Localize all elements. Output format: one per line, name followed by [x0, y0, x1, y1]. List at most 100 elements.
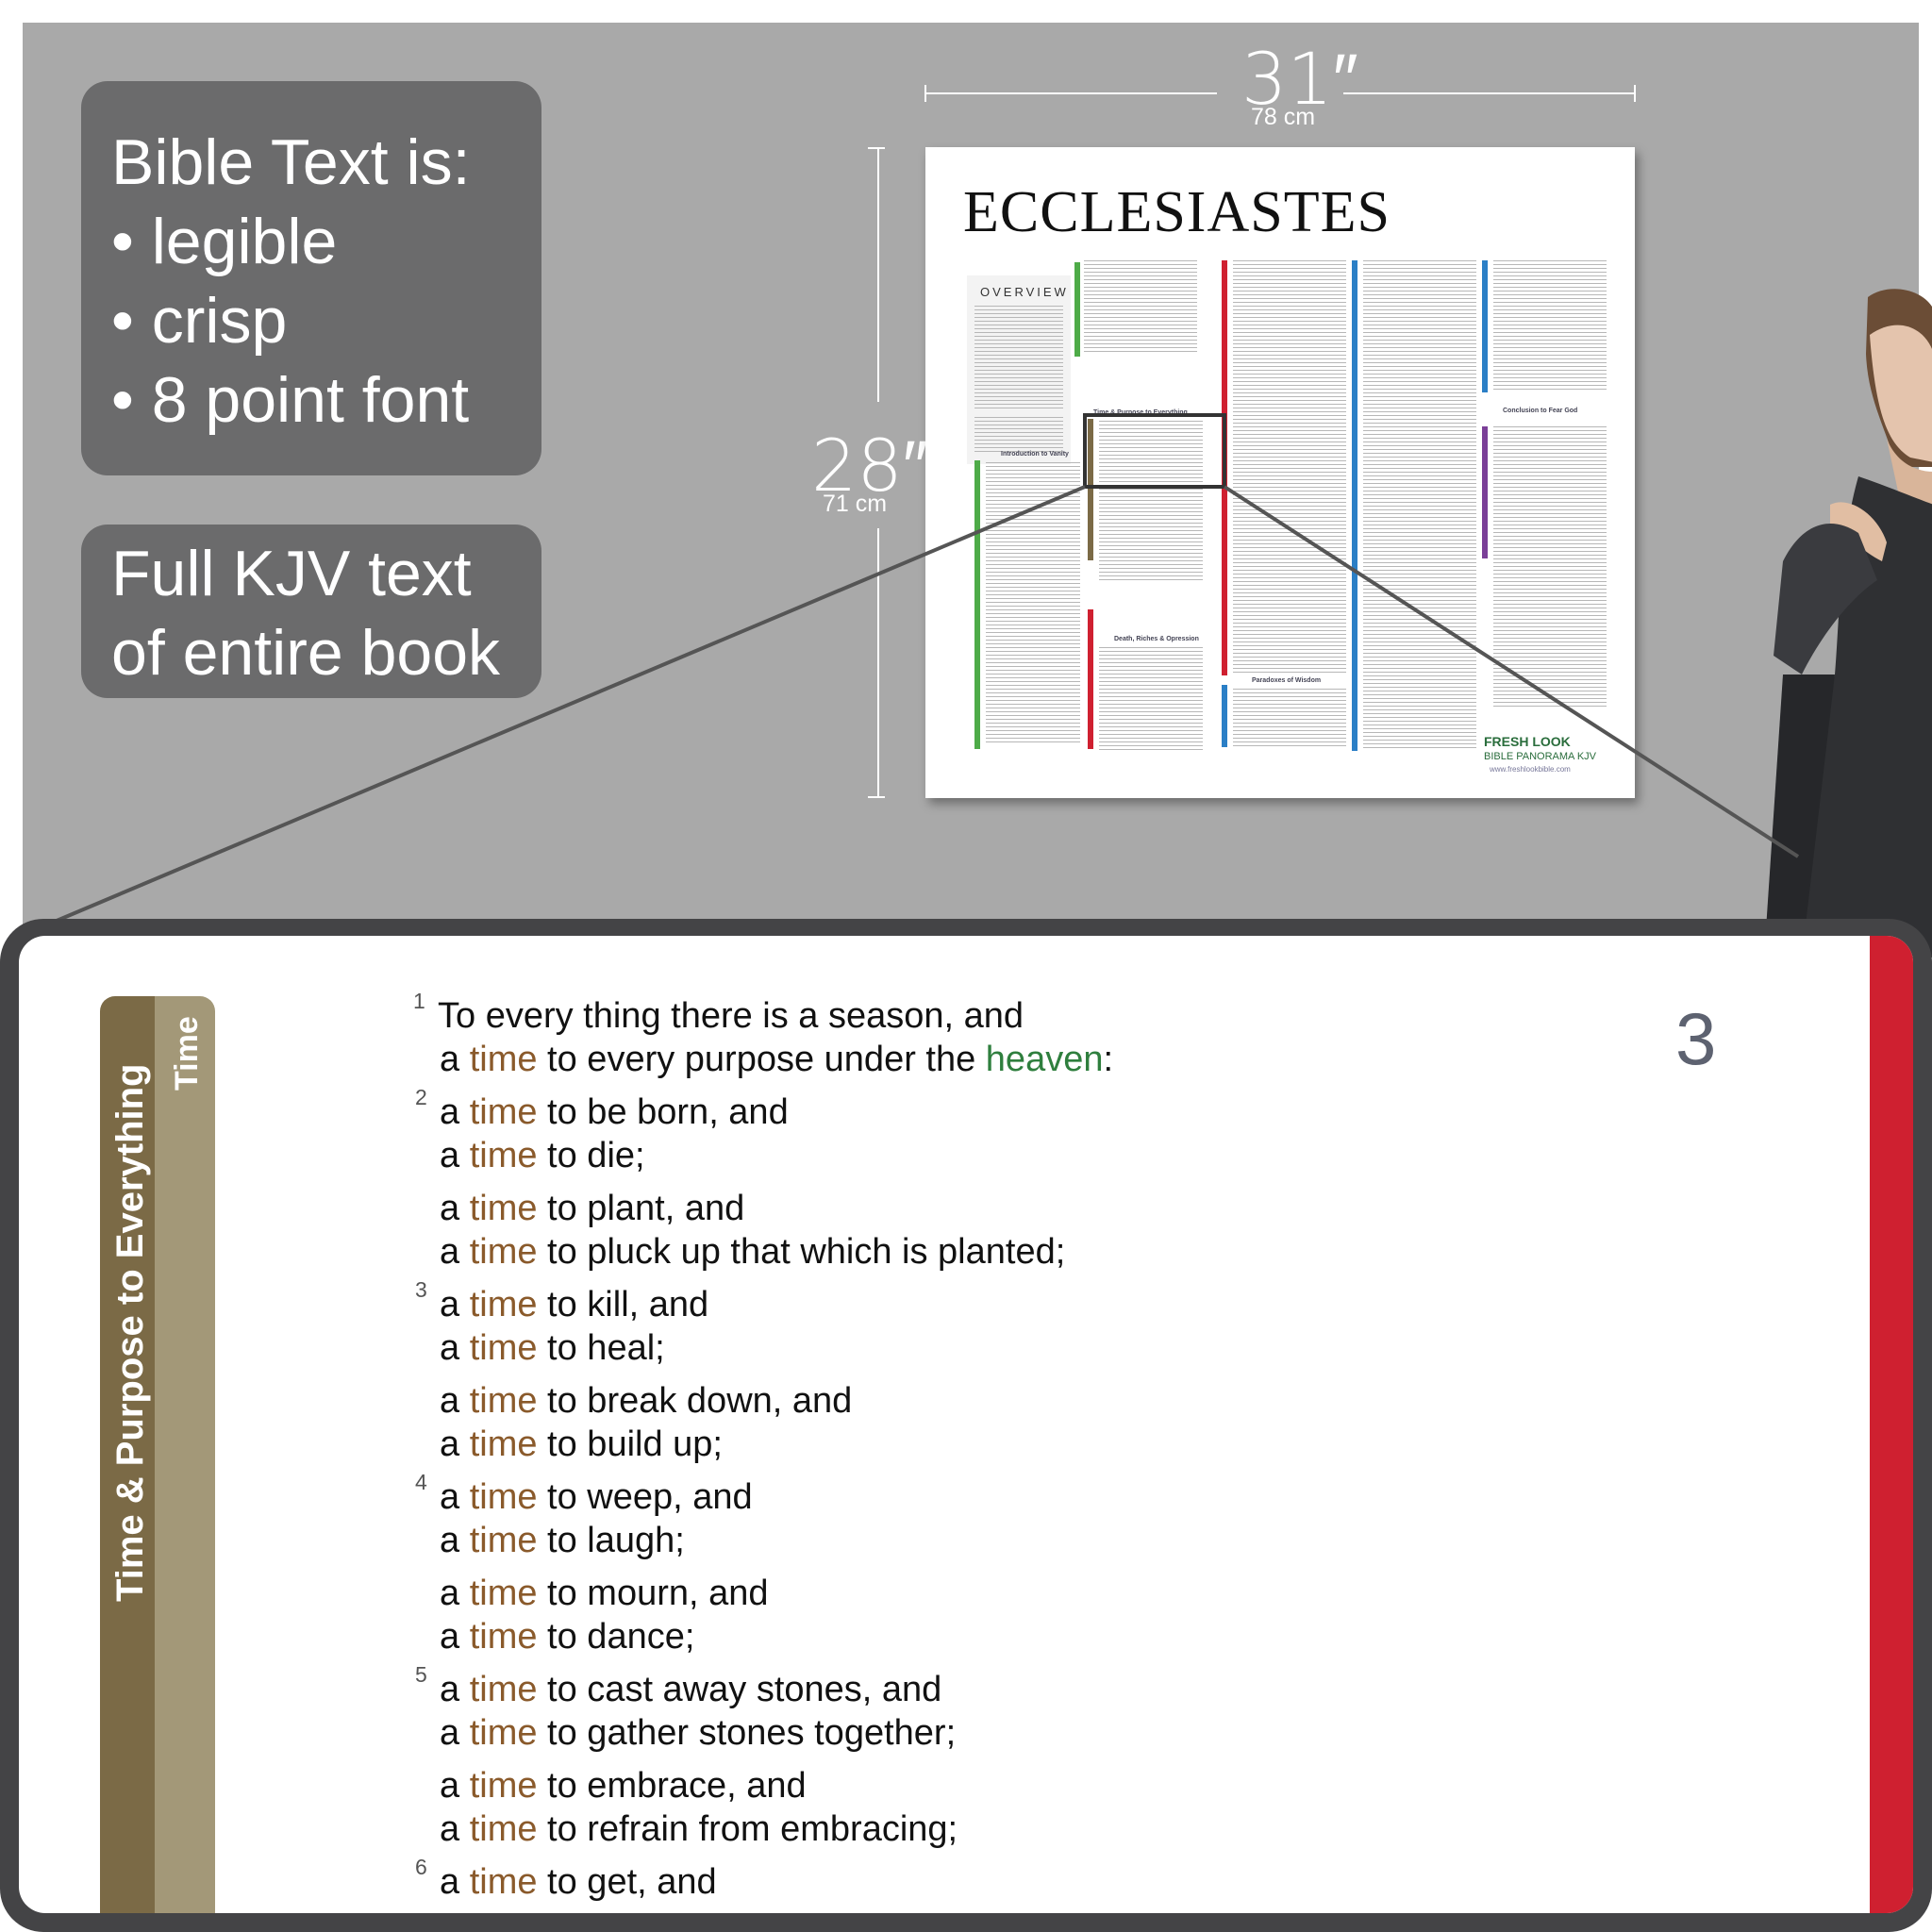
verse-word-time: time [469, 1766, 538, 1806]
verse-text-plain: a [440, 1477, 470, 1517]
verse-line: a time to die; [440, 1134, 645, 1177]
callout-bullet-crisp: • crisp [111, 285, 288, 357]
height-inches-label: 28″ [811, 424, 928, 508]
callout-heading: Bible Text is: [111, 126, 471, 198]
overview-box: OVERVIEW [967, 275, 1071, 464]
verse-number: 2 [415, 1085, 427, 1109]
verse-word-time: time [469, 1809, 538, 1849]
poster-text-block [1233, 689, 1346, 749]
verse-text-plain: to heal; [537, 1328, 665, 1368]
verse-text-plain: a [440, 1424, 470, 1464]
height-dimension-line-top [877, 147, 879, 402]
man-thinking-illustration [1764, 289, 1932, 958]
poster-section-intro: Introduction to Vanity [1001, 451, 1069, 458]
width-dimension-line-right [1343, 92, 1636, 94]
verse-text-plain: a [440, 1040, 470, 1079]
poster-text-block [1084, 260, 1197, 355]
verse-text-plain: to build up; [537, 1424, 723, 1464]
poster-color-bar-blue-3 [1482, 260, 1488, 392]
verse-text-plain: to pluck up that which is planted; [537, 1232, 1066, 1272]
verse-line: a time to dance; [440, 1615, 694, 1658]
poster-text-block [1099, 421, 1203, 581]
verse-text-plain: to weep, and [537, 1477, 753, 1517]
poster-section-paradoxes: Paradoxes of Wisdom [1252, 677, 1322, 684]
verse-text-plain: to gather stones together; [537, 1713, 957, 1753]
verse-word-time: time [469, 1285, 538, 1324]
height-dimension-tick-top [868, 147, 885, 149]
verse-word-time: time [469, 1574, 538, 1613]
subsection-side-tab [155, 996, 215, 1913]
verse-word-time: time [469, 1670, 538, 1709]
poster-color-bar-blue [1222, 685, 1227, 747]
verse-text-plain: to die; [537, 1136, 645, 1175]
width-dimension-tick-right [1634, 85, 1636, 102]
verse-line: a time to build up; [440, 1423, 723, 1466]
poster-logo-text: FRESH LOOK [1484, 734, 1571, 749]
verse-line: a time to kill, and [440, 1283, 708, 1326]
poster-color-bar-brown [1088, 419, 1093, 560]
verse-text-plain: to laugh; [537, 1521, 685, 1560]
verse-text-plain: a [440, 1189, 470, 1228]
verse-word-time: time [469, 1328, 538, 1368]
verse-text-plain: a [440, 1232, 470, 1272]
verse-text-plain: a [440, 1521, 470, 1560]
overview-text [974, 306, 1063, 409]
verse-text-plain: a [440, 1092, 470, 1132]
verse-text-plain: to every purpose under the [537, 1040, 986, 1079]
width-dimension-tick-left [924, 85, 926, 102]
verse-word-time: time [469, 1381, 538, 1421]
poster-text-block [1363, 260, 1476, 751]
verse-text-plain: To every thing there is a season, and [438, 996, 1024, 1036]
verse-word-time: time [469, 1521, 538, 1560]
verse-text-plain: : [1103, 1040, 1114, 1079]
verse-line: a time to laugh; [440, 1519, 685, 1562]
kjv-line-1: Full KJV text [111, 538, 472, 609]
poster-section-conclusion: Conclusion to Fear God [1503, 408, 1578, 414]
verse-number: 6 [415, 1855, 427, 1879]
verse-line: a time to plant, and [440, 1187, 744, 1230]
verse-line: To every thing there is a season, and [438, 994, 1024, 1038]
verse-text-plain: a [440, 1617, 470, 1657]
poster-color-bar-red [1088, 609, 1093, 749]
verse-line: a time to heal; [440, 1326, 665, 1370]
subsection-title-vertical: Time [169, 1016, 205, 1091]
height-dimension-line-bottom [877, 528, 879, 798]
verse-number: 3 [415, 1277, 427, 1302]
poster-color-bar-purple [1482, 426, 1488, 558]
verse-line: a time to pluck up that which is planted… [440, 1230, 1065, 1274]
verse-line: a time to gather stones together; [440, 1711, 956, 1755]
verse-text-plain: a [440, 1381, 470, 1421]
poster-text-block [1493, 426, 1607, 709]
verse-text-plain: a [440, 1670, 470, 1709]
chapter-color-bar [1870, 936, 1913, 1913]
verse-line: a time to get, and [440, 1860, 717, 1904]
poster-section-death: Death, Riches & Opression [1114, 636, 1199, 642]
overview-title: OVERVIEW [980, 285, 1069, 299]
verse-line: a time to weep, and [440, 1475, 753, 1519]
verse-word-time: time [469, 1040, 538, 1079]
verse-text-plain: to cast away stones, and [537, 1670, 942, 1709]
poster-color-bar-green-2 [974, 460, 980, 749]
kjv-callout: Full KJV text of entire book [81, 525, 541, 698]
verse-text-plain: to embrace, and [537, 1766, 807, 1806]
verse-line: a time to be born, and [440, 1091, 789, 1134]
verse-text-plain: a [440, 1328, 470, 1368]
verse-text-plain: a [440, 1136, 470, 1175]
verse-word-time: time [469, 1092, 538, 1132]
verse-word-time: time [469, 1713, 538, 1753]
poster-title: ECCLESIASTES [963, 180, 1391, 244]
zoom-line-left [56, 485, 1086, 923]
poster-section-time: Time & Purpose to Everything [1093, 409, 1188, 416]
poster-text-block [1493, 260, 1607, 392]
verse-text-plain: a [440, 1766, 470, 1806]
verse-text-plain: to plant, and [537, 1189, 745, 1228]
verse-text-plain: a [440, 1574, 470, 1613]
width-cm-label: 78 cm [1251, 104, 1316, 130]
verse-text-plain: a [440, 1809, 470, 1849]
overview-outline [974, 417, 1063, 455]
verse-line: a time to break down, and [440, 1379, 852, 1423]
verse-text-plain: a [440, 1713, 470, 1753]
legibility-callout: Bible Text is: • legible • crisp • 8 poi… [81, 81, 541, 475]
poster-text-block [1233, 260, 1346, 675]
poster-logo-url: www.freshlookbible.com [1490, 765, 1571, 774]
